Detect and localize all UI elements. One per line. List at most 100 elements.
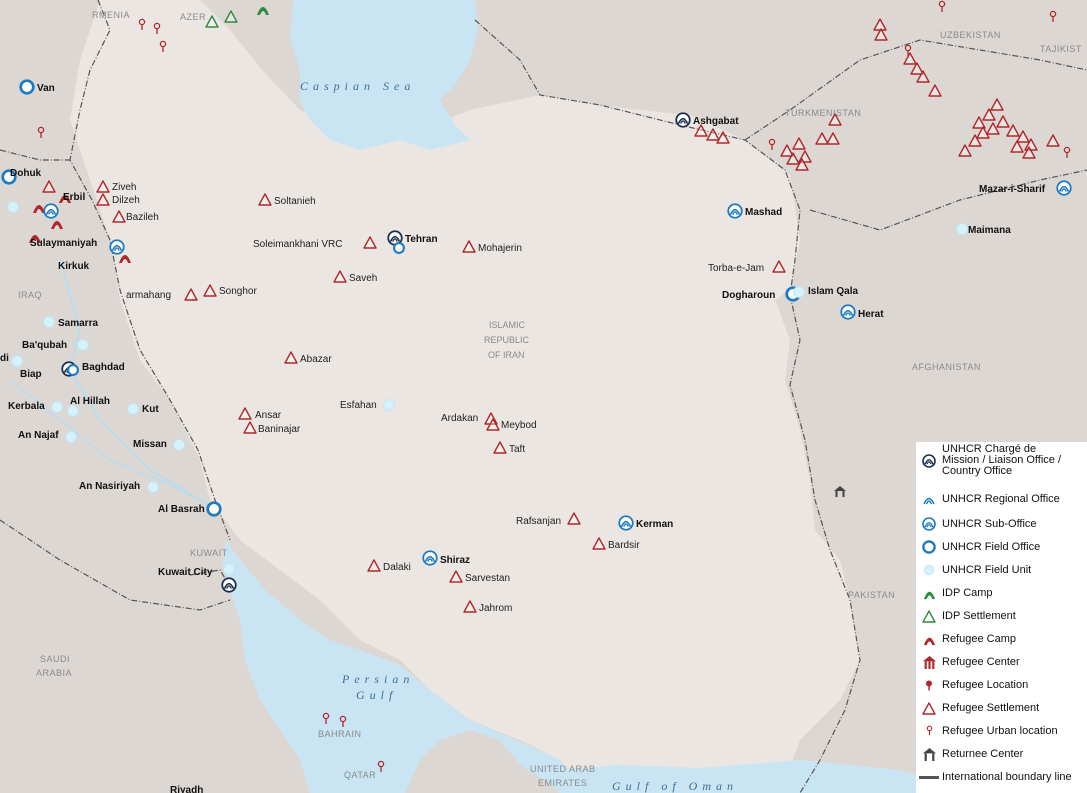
field-unit-marker[interactable] xyxy=(65,431,77,443)
legend-item: Returnee Center xyxy=(916,745,1023,763)
place-label-bardsir: Bardsir xyxy=(608,540,640,551)
sub-office-marker[interactable] xyxy=(1055,179,1073,197)
legend-label: Returnee Center xyxy=(942,747,1024,760)
legend-item: International boundary line xyxy=(916,768,1072,786)
country-label-iran-2: REPUBLIC xyxy=(484,335,530,345)
country-label-uae-1: UNITED ARAB xyxy=(530,764,596,774)
field-unit-marker[interactable] xyxy=(127,403,139,415)
legend-label: Refugee Camp xyxy=(942,632,1016,645)
refugee-settlement-icon xyxy=(916,699,942,717)
field-unit-marker[interactable] xyxy=(956,223,968,235)
field-unit-marker[interactable] xyxy=(793,286,805,298)
field-unit-marker[interactable] xyxy=(67,405,79,417)
place-label-sarvestan: Sarvestan xyxy=(465,573,510,584)
field-office-marker[interactable] xyxy=(206,501,222,517)
legend-item: UNHCR Regional Office xyxy=(916,490,1060,508)
refugee-urban-location-icon xyxy=(916,722,942,740)
sub-office-marker[interactable] xyxy=(421,549,439,567)
place-label-an-nasiriyah: An Nasiriyah xyxy=(79,481,140,492)
place-label-esfahan: Esfahan xyxy=(340,400,377,411)
persian-gulf-label-1: Persian xyxy=(341,672,414,686)
legend-item: Refugee Center xyxy=(916,653,1020,671)
field-unit-marker[interactable] xyxy=(43,316,55,328)
field-unit-marker[interactable] xyxy=(223,563,235,575)
legend-label: IDP Camp xyxy=(942,586,993,599)
place-label-herat: Herat xyxy=(858,309,884,320)
place-label-jahrom: Jahrom xyxy=(479,603,512,614)
place-label-kuwait-city: Kuwait City xyxy=(158,567,213,578)
legend-label: Refugee Location xyxy=(942,678,1029,691)
country-office-marker[interactable] xyxy=(220,576,238,594)
legend-label: UNHCR Regional Office xyxy=(942,492,1060,505)
country-label-bahrain: BAHRAIN xyxy=(318,729,362,739)
country-label-turkmenistan: TURKMENISTAN xyxy=(785,108,861,118)
place-label-mashad: Mashad xyxy=(745,207,782,218)
place-label-an-najaf: An Najaf xyxy=(18,430,59,441)
field-unit-marker[interactable] xyxy=(11,355,23,367)
legend-label: UNHCR Chargé de xyxy=(942,443,1037,455)
field-unit-marker[interactable] xyxy=(51,401,63,413)
place-label-abazar: Abazar xyxy=(300,354,332,365)
sub-office-icon xyxy=(916,515,942,533)
place-label-missan: Missan xyxy=(133,439,167,450)
field-office-marker[interactable] xyxy=(19,79,35,95)
sub-office-marker[interactable] xyxy=(42,202,60,220)
legend-item: UNHCR Sub-Office xyxy=(916,515,1037,533)
legend-label: Refugee Center xyxy=(942,655,1020,668)
sub-office-marker[interactable] xyxy=(108,238,126,256)
gulf-of-oman-label: Gulf of Oman xyxy=(612,779,738,793)
caspian-sea-label: Caspian Sea xyxy=(300,79,415,93)
field-unit-marker[interactable] xyxy=(7,201,19,213)
returnee-center-icon xyxy=(916,745,942,763)
place-label-biap: Biap xyxy=(20,369,42,380)
sub-office-marker[interactable] xyxy=(617,514,635,532)
caspian-sea xyxy=(290,0,478,150)
field-unit-marker[interactable] xyxy=(383,399,395,411)
place-label-islam-qala: Islam Qala xyxy=(808,286,858,297)
legend-label: UNHCR Sub-Office xyxy=(942,517,1037,530)
place-label-mazar-i-sharif: Mazar-i-Sharif xyxy=(979,184,1046,195)
place-label-al-hillah: Al Hillah xyxy=(70,396,110,407)
returnee-center-marker[interactable] xyxy=(834,486,846,497)
place-label-tehran: Tehran xyxy=(405,234,438,245)
sub-office-marker[interactable] xyxy=(726,202,744,220)
field-office-icon xyxy=(916,538,942,556)
field-unit-marker[interactable] xyxy=(173,439,185,451)
legend-label: Country Office xyxy=(942,465,1013,477)
legend-label: Refugee Settlement xyxy=(942,701,1040,714)
sub-office-marker[interactable] xyxy=(839,303,857,321)
place-label-taft: Taft xyxy=(509,444,525,455)
place-label-ardakan: Ardakan xyxy=(441,413,478,424)
place-label-sarmahang: armahang xyxy=(126,290,171,301)
legend-item: Refugee Camp xyxy=(916,630,1016,648)
place-label-meybod: Meybod xyxy=(501,420,537,431)
place-label-torba-e-jam: Torba-e-Jam xyxy=(708,263,764,274)
country-label-qatar: QATAR xyxy=(344,770,376,780)
regional-office-icon xyxy=(916,490,942,508)
place-label-erbil: Erbil xyxy=(63,192,85,203)
place-label-mohajerin: Mohajerin xyxy=(478,243,522,254)
place-label-kut: Kut xyxy=(142,404,159,415)
refugee-camp-icon xyxy=(916,630,942,648)
field-unit-icon xyxy=(916,561,942,579)
idp-camp-icon xyxy=(916,584,942,602)
field-office-marker[interactable] xyxy=(67,364,79,376)
legend-item: IDP Camp xyxy=(916,584,993,602)
legend-label: Refugee Urban location xyxy=(942,724,1058,737)
country-label-tajikistan: TAJIKIST xyxy=(1040,44,1082,54)
place-label-di: di xyxy=(0,353,9,364)
place-label-baghdad: Baghdad xyxy=(82,362,125,373)
place-label-songhor: Songhor xyxy=(219,286,257,297)
field-unit-marker[interactable] xyxy=(77,339,89,351)
field-unit-marker[interactable] xyxy=(147,481,159,493)
place-label-kerman: Kerman xyxy=(636,519,673,530)
refugee-center-icon xyxy=(916,653,942,671)
country-label-pakistan: PAKISTAN xyxy=(848,590,895,600)
country-label-azerbaijan: AZER xyxy=(180,12,206,22)
legend-item: Refugee Settlement xyxy=(916,699,1039,717)
field-office-marker[interactable] xyxy=(393,242,405,254)
gulf-of-oman xyxy=(560,760,916,793)
country-office-marker[interactable] xyxy=(674,111,692,129)
international-boundary-icon xyxy=(916,768,942,786)
